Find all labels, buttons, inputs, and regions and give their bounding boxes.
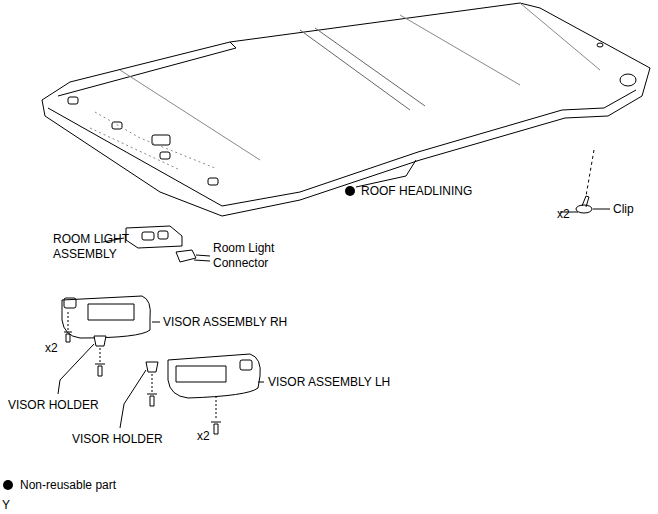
figure-code: Y — [2, 498, 10, 513]
quantity-label: x2 — [557, 207, 570, 222]
quantity-label: x2 — [197, 429, 210, 444]
part-name: Clip — [613, 202, 634, 217]
part-name: VISOR HOLDER — [72, 432, 163, 447]
part-name: VISOR ASSEMBLY LH — [268, 375, 390, 390]
quantity-label: x2 — [45, 341, 58, 356]
part-name: Room Light Connector — [213, 241, 285, 271]
part-name: VISOR HOLDER — [8, 398, 99, 413]
part-name: ROOF HEADLINING — [361, 184, 472, 199]
part-name: VISOR ASSEMBLY RH — [163, 315, 287, 330]
part-name: ROOM LIGHT ASSEMBLY — [53, 232, 135, 262]
legend-text: Non-reusable part — [20, 478, 116, 493]
